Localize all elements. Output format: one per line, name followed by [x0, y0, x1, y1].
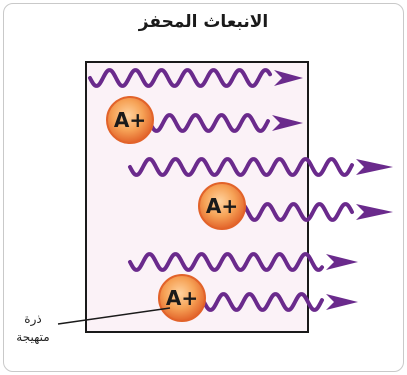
atom-symbol-label: A+: [206, 194, 238, 218]
arrowhead-icon: [326, 254, 358, 270]
arrowhead-icon: [356, 204, 393, 220]
atom-symbol-label: A+: [114, 108, 146, 132]
excited-atom-icon: A+: [107, 97, 153, 143]
excited-atom-label-line2: متهيجة: [6, 330, 60, 344]
arrowhead-icon: [326, 294, 358, 310]
excited-atom-label-line1: ذرة: [6, 312, 60, 326]
excited-atom-icon: A+: [199, 183, 245, 229]
arrowhead-icon: [356, 159, 393, 175]
atom-symbol-label: A+: [166, 286, 198, 310]
excited-atom-icon: A+: [159, 275, 205, 321]
